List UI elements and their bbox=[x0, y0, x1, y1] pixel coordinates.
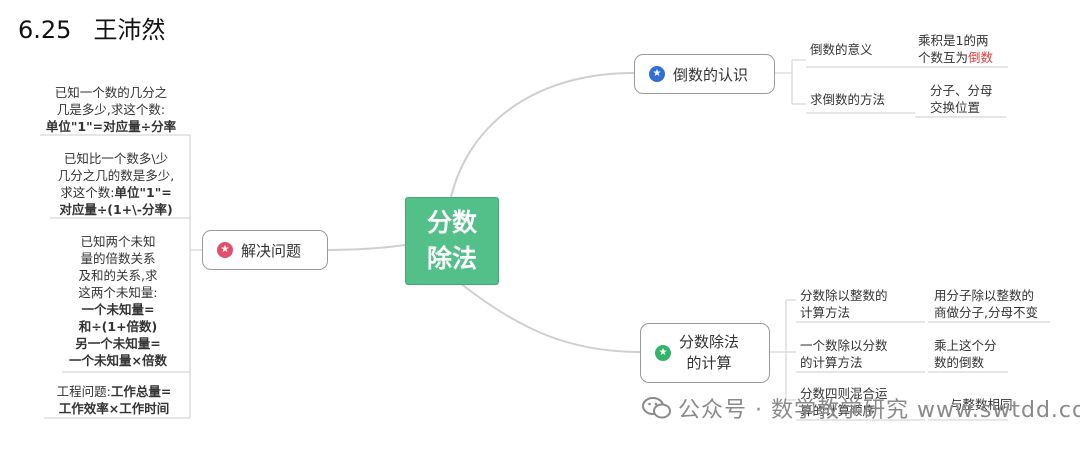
solve-item-1-formula: 单位"1"=对应量÷分率 bbox=[45, 119, 177, 134]
node-solve-label: 解决问题 bbox=[241, 241, 302, 260]
calc-s1-desc-line2: 商做分子,分母不变 bbox=[934, 305, 1038, 320]
line-center-to-reciprocal bbox=[450, 71, 637, 198]
calc-s1-title-line1: 分数除以整数的 bbox=[800, 288, 888, 303]
calc-s2-desc-line1: 乘上这个分 bbox=[934, 338, 997, 353]
calc-s1-desc: 用分子除以整数的 商做分子,分母不变 bbox=[934, 287, 1038, 321]
solve-item-3-line4: 这两个未知量: bbox=[78, 285, 158, 300]
calc-s1-desc-line1: 用分子除以整数的 bbox=[934, 288, 1035, 303]
solve-item-1: 已知一个数的几分之 几是多少,求这个数: 单位"1"=对应量÷分率 bbox=[36, 84, 186, 135]
solve-item-3-line8: 一个未知量×倍数 bbox=[69, 353, 167, 368]
line-center-to-calc bbox=[459, 282, 641, 353]
watermark: 公众号 · 数学教学研究 www.swtdd.com bbox=[678, 398, 1080, 423]
line-center-to-solve bbox=[327, 244, 406, 251]
solve-item-3-line5: 一个未知量= bbox=[81, 302, 155, 317]
star-icon: ★ bbox=[217, 242, 233, 258]
reciprocal-meaning: 倒数的意义 bbox=[810, 42, 873, 57]
solve-item-2-formula-a: 单位"1"= bbox=[114, 185, 172, 200]
node-solve[interactable]: ★ 解决问题 bbox=[202, 230, 328, 270]
title-date: 6.25 bbox=[18, 16, 72, 44]
reciprocal-meaning-desc-line2: 个数互为倒数 bbox=[918, 49, 993, 66]
solve-item-3-line3: 及和的关系,求 bbox=[78, 268, 158, 283]
solve-item-4-formula-b: 工作效率×工作时间 bbox=[58, 401, 170, 416]
reciprocal-meaning-desc-text: 个数互为 bbox=[918, 50, 969, 65]
solve-item-3: 已知两个未知 量的倍数关系 及和的关系,求 这两个未知量: 一个未知量= 和÷(… bbox=[62, 233, 174, 369]
solve-item-3-line1: 已知两个未知 bbox=[80, 234, 156, 249]
solve-item-3-line6: 和÷(1+倍数) bbox=[78, 319, 158, 334]
solve-item-1-line2: 几是多少,求这个数: bbox=[56, 102, 166, 117]
calc-s1-title-line2: 计算方法 bbox=[800, 305, 851, 320]
title-name: 王沛然 bbox=[93, 16, 166, 44]
reciprocal-meaning-desc: 乘积是1的两 个数互为倒数 bbox=[918, 32, 993, 66]
calc-s2-title: 一个数除以分数 的计算方法 bbox=[800, 337, 888, 371]
solve-item-3-line2: 量的倍数关系 bbox=[80, 251, 156, 266]
solve-item-2-line3: 求这个数:单位"1"= bbox=[46, 184, 186, 201]
solve-item-4-label: 工程问题: bbox=[56, 384, 111, 399]
solve-item-2-line1: 已知比一个数多\少 bbox=[63, 151, 169, 166]
reciprocal-highlight: 倒数 bbox=[968, 50, 994, 65]
calc-s3-title-line2: 算的计算顺序 bbox=[800, 403, 876, 418]
node-calc-label-line2: 的计算 bbox=[686, 354, 732, 372]
reciprocal-method-desc: 分子、分母 交换位置 bbox=[930, 82, 993, 116]
solve-item-2: 已知比一个数多\少 几分之几的数是多少, 求这个数:单位"1"= 对应量÷(1+… bbox=[46, 150, 186, 218]
node-calc-label-line1: 分数除法 bbox=[679, 333, 740, 351]
node-reciprocal-label: 倒数的认识 bbox=[673, 65, 749, 84]
wechat-icon bbox=[642, 397, 671, 419]
solve-item-4-line1: 工程问题:工作总量= bbox=[44, 383, 184, 400]
solve-item-2-line2: 几分之几的数是多少, bbox=[57, 168, 175, 183]
solve-item-1-line1: 已知一个数的几分之 bbox=[54, 85, 168, 100]
calc-s3-desc: 与整数相同 bbox=[950, 397, 1013, 412]
page-title: 6.25 王沛然 bbox=[18, 10, 187, 45]
star-icon: ★ bbox=[649, 66, 665, 82]
node-calc-label: 分数除法 的计算 bbox=[679, 332, 739, 374]
node-reciprocal[interactable]: ★ 倒数的认识 bbox=[634, 54, 775, 94]
reciprocal-method-desc-line2: 交换位置 bbox=[930, 100, 981, 115]
solve-item-2-line3-text: 求这个数: bbox=[60, 185, 115, 200]
calc-s2-desc: 乘上这个分 数的倒数 bbox=[934, 337, 997, 371]
reciprocal-meaning-desc-line1: 乘积是1的两 bbox=[918, 33, 989, 48]
reciprocal-method-desc-line1: 分子、分母 bbox=[930, 83, 993, 98]
solve-item-4-formula-a: 工作总量= bbox=[110, 384, 172, 399]
calc-s1-title: 分数除以整数的 计算方法 bbox=[800, 287, 888, 321]
reciprocal-method: 求倒数的方法 bbox=[810, 92, 886, 107]
calc-s3-title: 分数四则混合运 算的计算顺序 bbox=[800, 385, 888, 419]
star-icon: ★ bbox=[655, 345, 671, 361]
center-line-1: 分数 bbox=[426, 208, 477, 237]
calc-s2-title-line2: 的计算方法 bbox=[800, 355, 863, 370]
calc-s3-title-line1: 分数四则混合运 bbox=[800, 386, 888, 401]
solve-item-3-line7: 另一个未知量= bbox=[75, 336, 161, 351]
solve-item-2-formula-b: 对应量÷(1+\-分率) bbox=[59, 202, 173, 217]
center-line-2: 除法 bbox=[426, 244, 477, 273]
node-calc[interactable]: ★ 分数除法 的计算 bbox=[640, 323, 770, 383]
calc-s2-title-line1: 一个数除以分数 bbox=[800, 338, 888, 353]
calc-s2-desc-line2: 数的倒数 bbox=[934, 355, 985, 370]
solve-item-4: 工程问题:工作总量= 工作效率×工作时间 bbox=[44, 383, 184, 417]
center-node[interactable]: 分数 除法 bbox=[405, 197, 499, 285]
